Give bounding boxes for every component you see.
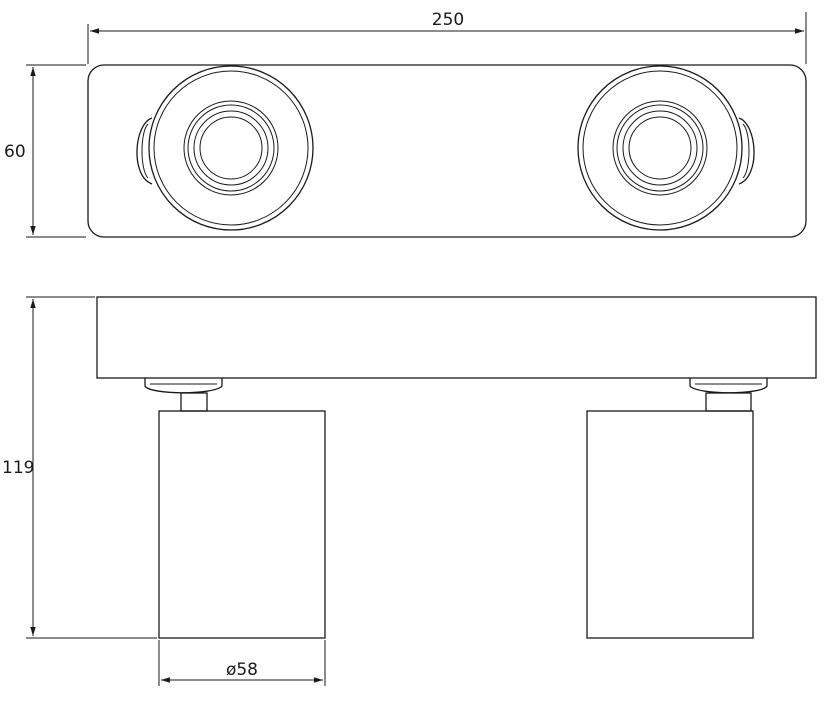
swivel-stem-right xyxy=(705,392,752,412)
spotlight-head-left-top xyxy=(136,65,314,231)
lens-left xyxy=(199,116,263,180)
dimension-depth: 60 xyxy=(4,64,86,238)
dimension-diameter: ø58 xyxy=(158,640,326,686)
swivel-knuckle-left xyxy=(136,117,153,185)
dimension-height-label: 119 xyxy=(2,458,34,478)
swivel-cap-left xyxy=(144,378,223,394)
dimension-width-label: 250 xyxy=(432,10,464,30)
cylinder-body-left xyxy=(158,410,326,639)
dimension-height: 119 xyxy=(2,296,157,639)
front-view xyxy=(96,296,817,639)
swivel-cap-right xyxy=(689,378,768,394)
dimension-depth-label: 60 xyxy=(4,142,26,162)
base-plate-top xyxy=(87,64,807,238)
lens-ring-left xyxy=(183,100,279,196)
cylinder-body-right xyxy=(586,410,754,639)
dimension-diameter-label: ø58 xyxy=(226,660,258,680)
head-outer-ring-right xyxy=(577,65,743,231)
swivel-knuckle-right xyxy=(738,117,755,185)
base-plate-front xyxy=(96,296,817,379)
lens-ring-right xyxy=(612,100,708,196)
head-outer-ring-left xyxy=(148,65,314,231)
top-view xyxy=(87,64,807,238)
swivel-stem-left xyxy=(180,392,208,412)
lens-right xyxy=(628,116,692,180)
spotlight-right-front xyxy=(586,378,768,639)
dimension-width: 250 xyxy=(87,10,807,64)
spotlight-left-front xyxy=(144,378,326,639)
spotlight-head-right-top xyxy=(577,65,755,231)
